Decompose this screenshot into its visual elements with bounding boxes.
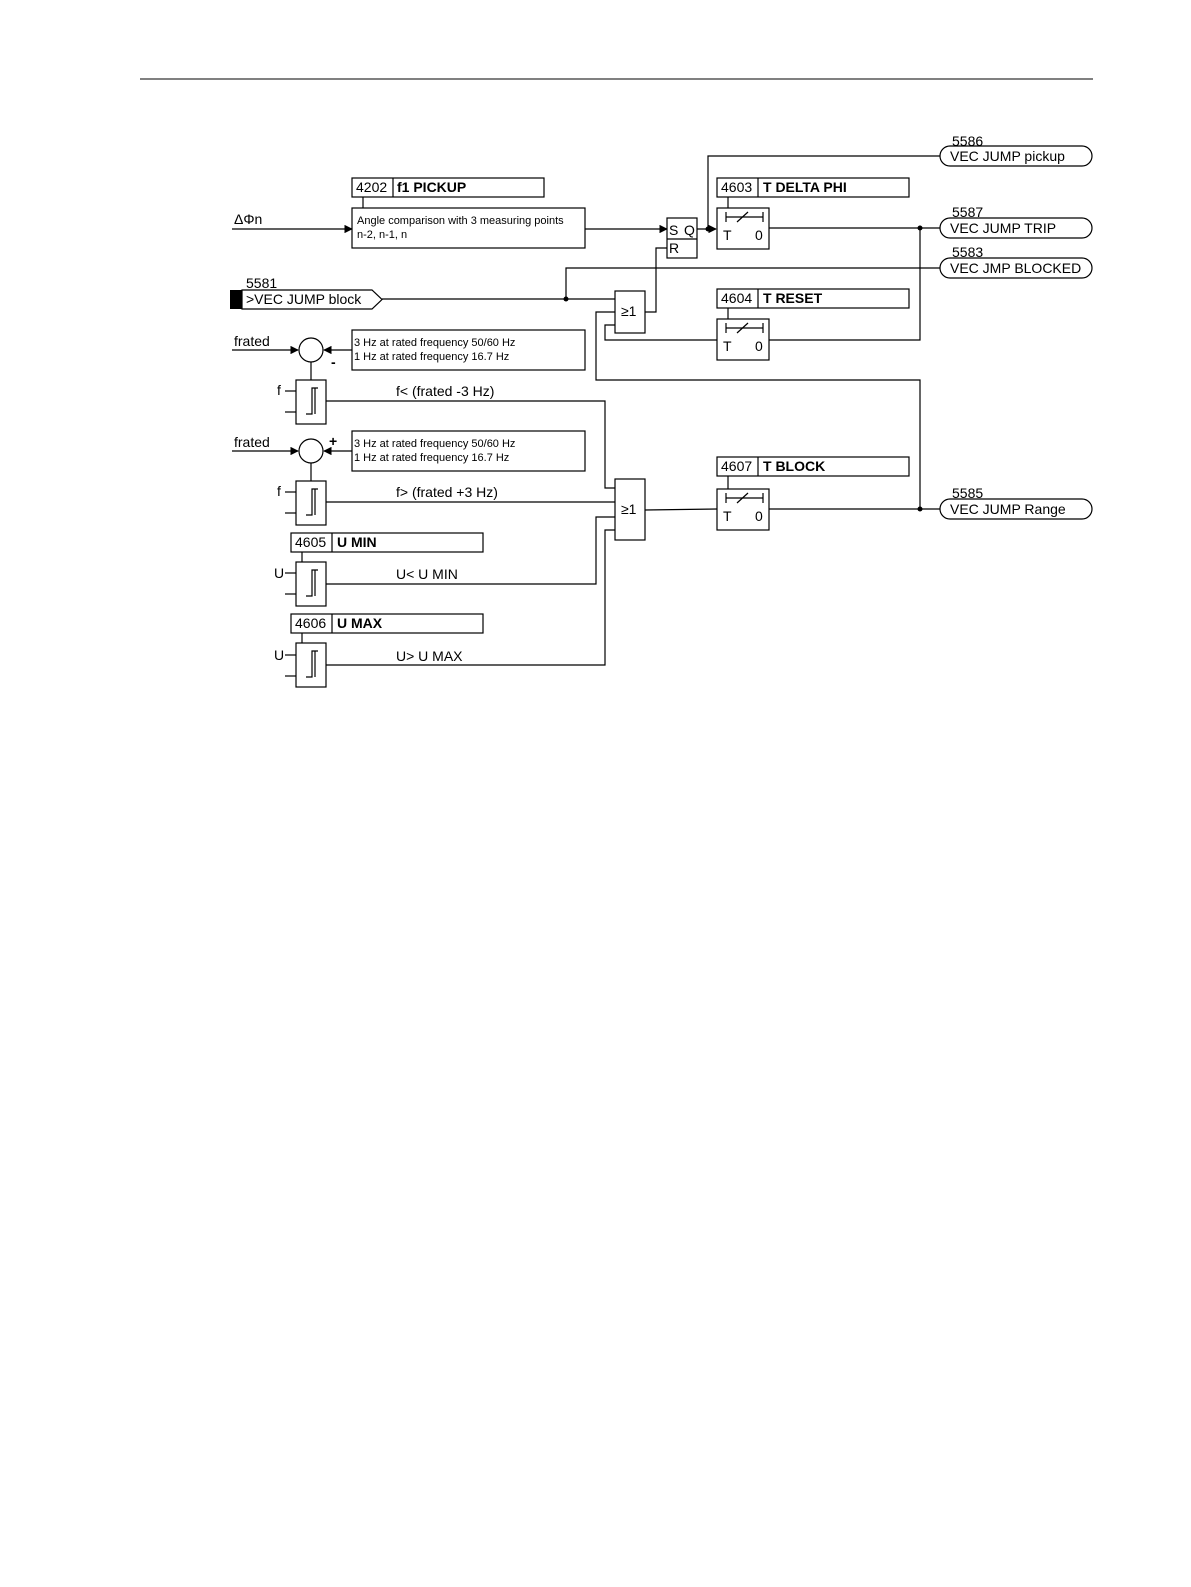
frated-label-1: frated [234, 333, 270, 349]
f-input-label-2: f [277, 483, 281, 499]
block-input-label: >VEC JUMP block [246, 291, 362, 307]
or-gate-reset: ≥1 [614, 290, 646, 334]
svg-text:T: T [723, 227, 732, 243]
param-name: f1 PICKUP [397, 179, 466, 195]
svg-text:VEC JMP BLOCKED: VEC JMP BLOCKED [950, 260, 1081, 276]
svg-text:0: 0 [755, 227, 763, 243]
svg-text:n-2, n-1, n: n-2, n-1, n [357, 229, 407, 241]
svg-text:4604: 4604 [721, 290, 752, 306]
rs-flipflop: S Q R [666, 217, 698, 259]
f-input-label-1: f [277, 382, 281, 398]
svg-text:U MIN: U MIN [337, 534, 377, 550]
frated-label-2: frated [234, 434, 270, 450]
timer-t-delta-phi: T 0 [716, 207, 770, 250]
param-t-delta-phi: 4603 T DELTA PHI [716, 177, 910, 198]
svg-text:5583: 5583 [952, 244, 983, 260]
threshold-f-low [295, 379, 327, 425]
svg-text:≥1: ≥1 [621, 501, 637, 517]
output-vec-jump-pickup: 5586 VEC JUMP pickup [939, 133, 1093, 167]
param-u-max: 4606 U MAX [290, 613, 484, 634]
summing-junction-minus [298, 337, 324, 363]
svg-text:3 Hz at rated frequency 50/60: 3 Hz at rated frequency 50/60 Hz [354, 438, 515, 450]
timer-t-block: T 0 [716, 488, 770, 531]
threshold-u-max [295, 642, 327, 688]
svg-text:4606: 4606 [295, 615, 326, 631]
svg-text:4607: 4607 [721, 458, 752, 474]
svg-text:4605: 4605 [295, 534, 326, 550]
param-f1-pickup: 4202 f1 PICKUP [351, 177, 545, 198]
freq-tolerance-box-1: 3 Hz at rated frequency 50/60 Hz 1 Hz at… [351, 329, 586, 371]
angle-comparison-box: Angle comparison with 3 measuring points… [351, 207, 586, 249]
svg-text:5586: 5586 [952, 133, 983, 149]
param-u-min: 4605 U MIN [290, 532, 484, 553]
svg-text:Angle comparison with 3 measur: Angle comparison with 3 measuring points [357, 215, 564, 227]
svg-text:+: + [329, 433, 337, 449]
svg-text:5585: 5585 [952, 485, 983, 501]
threshold-u-min [295, 561, 327, 607]
threshold-f-high [295, 480, 327, 526]
svg-text:S: S [669, 222, 678, 238]
signal-f-high: f> (frated +3 Hz) [396, 484, 498, 500]
binary-input-marker [230, 290, 242, 309]
svg-text:VEC JUMP TRIP: VEC JUMP TRIP [950, 220, 1056, 236]
u-input-label-1: U [274, 565, 284, 581]
svg-text:T BLOCK: T BLOCK [763, 458, 825, 474]
param-address: 4202 [356, 179, 387, 195]
svg-text:0: 0 [755, 338, 763, 354]
svg-text:Q: Q [684, 222, 695, 238]
svg-text:4603: 4603 [721, 179, 752, 195]
output-vec-jump-range: 5585 VEC JUMP Range [939, 485, 1093, 520]
block-input-number: 5581 [246, 275, 277, 291]
svg-text:VEC JUMP Range: VEC JUMP Range [950, 501, 1066, 517]
svg-text:5587: 5587 [952, 204, 983, 220]
output-vec-jmp-blocked: 5583 VEC JMP BLOCKED [939, 244, 1093, 279]
timer-t-reset: T 0 [716, 318, 770, 361]
delta-phi-input-label: ΔΦn [234, 211, 262, 227]
svg-text:1 Hz at rated frequency 16.7 H: 1 Hz at rated frequency 16.7 Hz [354, 452, 509, 464]
signal-f-low: f< (frated -3 Hz) [396, 383, 494, 399]
summing-junction-plus [298, 438, 324, 464]
param-t-block: 4607 T BLOCK [716, 456, 910, 477]
freq-tolerance-box-2: 3 Hz at rated frequency 50/60 Hz 1 Hz at… [351, 430, 586, 472]
signal-u-high: U> U MAX [396, 648, 463, 664]
svg-text:1 Hz at rated frequency 16.7 H: 1 Hz at rated frequency 16.7 Hz [354, 351, 509, 363]
svg-text:U MAX: U MAX [337, 615, 383, 631]
svg-text:VEC JUMP pickup: VEC JUMP pickup [950, 148, 1065, 164]
output-vec-jump-trip: 5587 VEC JUMP TRIP [939, 204, 1093, 239]
svg-text:T DELTA PHI: T DELTA PHI [763, 179, 847, 195]
svg-text:0: 0 [755, 508, 763, 524]
svg-text:T RESET: T RESET [763, 290, 823, 306]
signal-u-low: U< U MIN [396, 566, 458, 582]
param-t-reset: 4604 T RESET [716, 288, 910, 309]
svg-text:3 Hz at rated frequency 50/60: 3 Hz at rated frequency 50/60 Hz [354, 337, 515, 349]
u-input-label-2: U [274, 647, 284, 663]
svg-text:T: T [723, 508, 732, 524]
svg-text:≥1: ≥1 [621, 303, 637, 319]
svg-text:T: T [723, 338, 732, 354]
svg-text:R: R [669, 240, 679, 256]
or-gate-range: ≥1 [614, 478, 646, 541]
svg-text:-: - [331, 354, 336, 370]
